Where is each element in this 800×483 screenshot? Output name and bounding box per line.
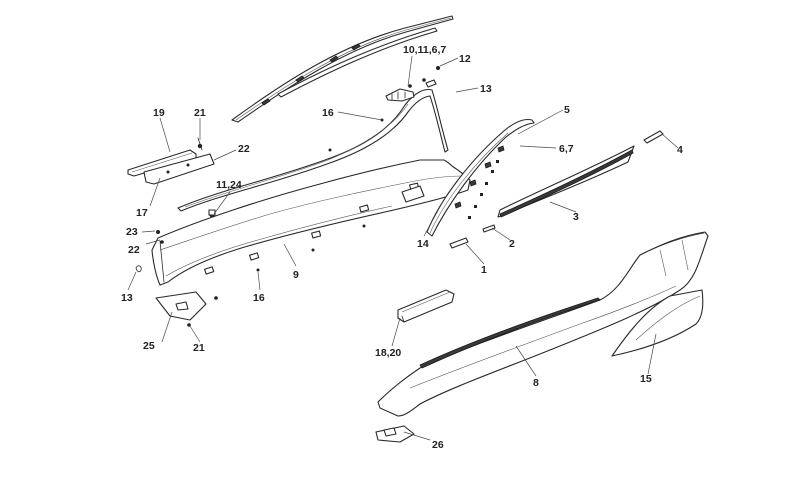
outer-sill-cover	[377, 231, 709, 417]
plate-26	[375, 425, 415, 443]
callout-16-top: 16	[322, 107, 334, 119]
callout-3: 3	[573, 211, 579, 223]
callout-21-top: 21	[194, 107, 206, 119]
callout-23: 23	[126, 226, 138, 238]
callout-15: 15	[640, 373, 652, 385]
callout-17: 17	[136, 207, 148, 219]
a-pillar-seal	[426, 118, 535, 237]
callout-4: 4	[677, 144, 683, 156]
callout-13-top: 13	[480, 83, 492, 95]
callout-19: 19	[153, 107, 165, 119]
roof-trim-strip	[277, 27, 438, 98]
callout-1: 1	[481, 264, 487, 276]
callout-18-20: 18,20	[375, 347, 401, 359]
fasteners-left	[135, 118, 384, 300]
pillar-clips	[468, 160, 499, 219]
door-frame-seal	[177, 88, 449, 212]
roof-weatherstrip	[231, 15, 454, 123]
trim-piece-1	[449, 237, 469, 249]
cover-plate-25	[155, 291, 207, 327]
callout-14: 14	[417, 238, 429, 250]
callout-9: 9	[293, 269, 299, 281]
leader-lines	[127, 55, 679, 441]
callout-2: 2	[509, 238, 515, 250]
bracket-19-assembly	[127, 137, 215, 185]
trim-piece-4	[643, 130, 664, 144]
clip-assembly	[385, 66, 440, 102]
door-trim-strip-3	[497, 145, 635, 218]
callout-12: 12	[459, 53, 471, 65]
callout-6-7: 6,7	[559, 143, 574, 155]
callout-11-24: 11,24	[216, 179, 242, 191]
callout-5: 5	[564, 104, 570, 116]
callout-10-11-6-7: 10,11,6,7	[403, 44, 446, 56]
callout-22-top: 22	[238, 143, 250, 155]
callout-25: 25	[143, 340, 155, 352]
callout-21-bottom: 21	[193, 342, 205, 354]
callout-8: 8	[533, 377, 539, 389]
trim-piece-2	[482, 224, 496, 233]
callout-13-left: 13	[121, 292, 133, 304]
callout-22-left: 22	[128, 244, 140, 256]
callout-labels: 19 21 22 17 11,24 23 22 13 25 21 16 9 16…	[121, 44, 683, 451]
callout-26: 26	[432, 439, 444, 451]
callout-16-bottom: 16	[253, 292, 265, 304]
side-sill-panel	[151, 159, 471, 286]
bracket-18-20	[397, 289, 455, 323]
